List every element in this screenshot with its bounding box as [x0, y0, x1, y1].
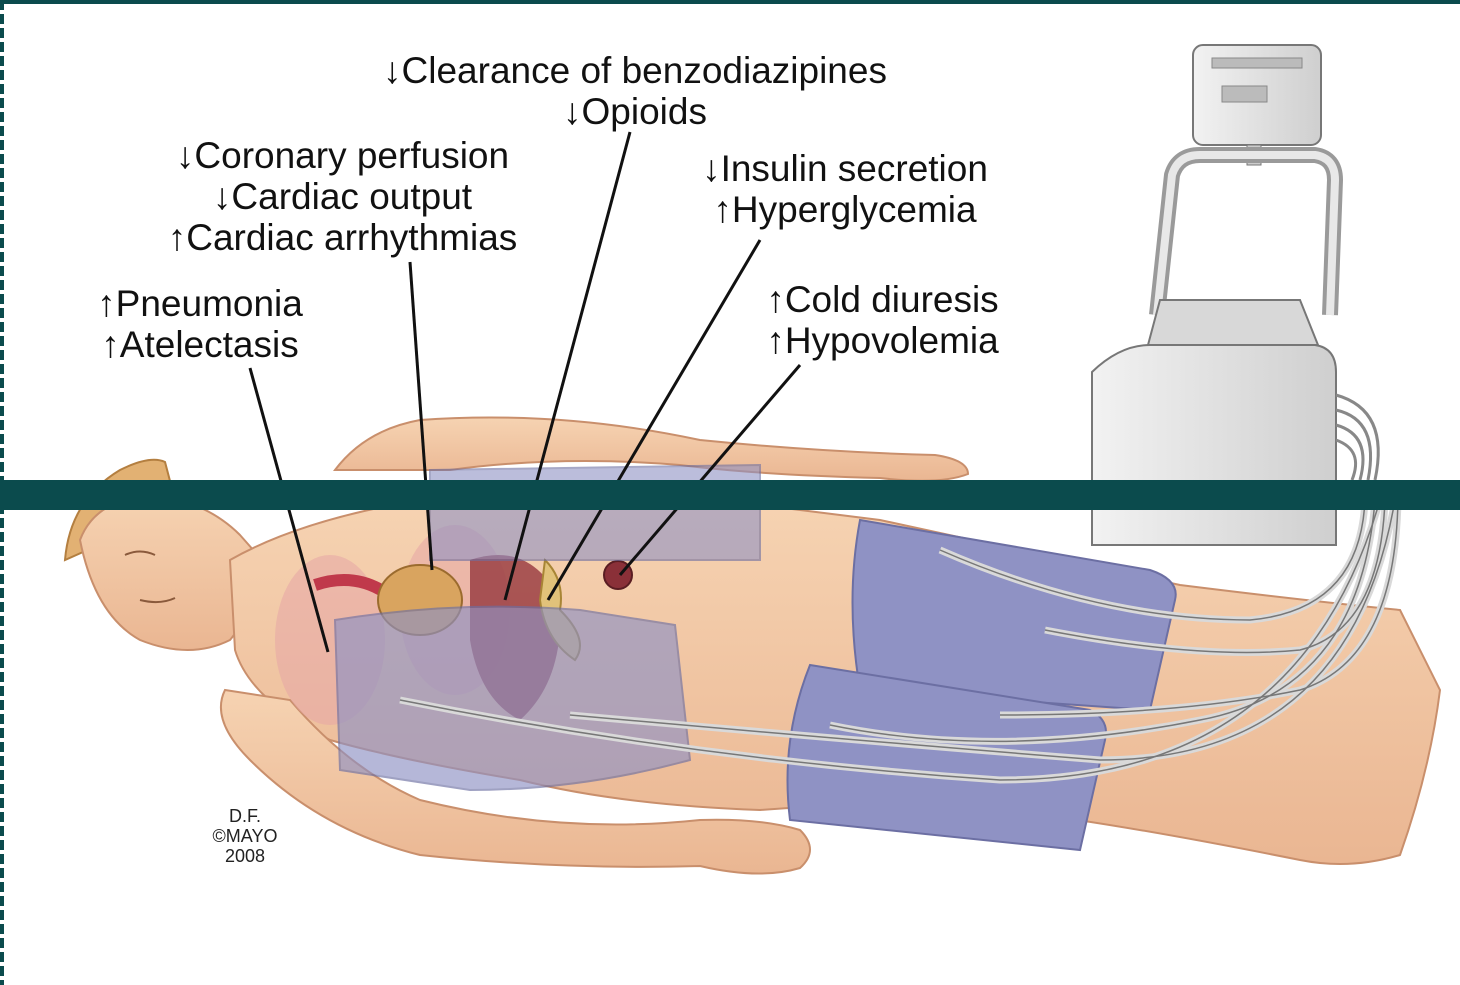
label-lung-effects: ↑Pneumonia ↑Atelectasis — [80, 283, 320, 365]
label-cardiac-effects: ↓Coronary perfusion ↓Cardiac output ↑Car… — [140, 135, 545, 258]
chest-wrap — [335, 607, 690, 790]
frame-divider-bar — [0, 480, 1460, 510]
label-line: ↑Pneumonia — [80, 283, 320, 324]
label-line: ↓Opioids — [350, 91, 920, 132]
label-line: ↓Clearance of benzodiazipines — [350, 50, 920, 91]
label-drug-clearance: ↓Clearance of benzodiazipines ↓Opioids — [350, 50, 920, 132]
label-line: ↑Cardiac arrhythmias — [140, 217, 545, 258]
credit-line: 2008 — [200, 846, 290, 866]
label-line: ↓Coronary perfusion — [140, 135, 545, 176]
device-base — [1092, 345, 1336, 545]
label-renal-effects: ↑Cold diuresis ↑Hypovolemia — [745, 279, 1020, 361]
device-hoses — [1336, 395, 1378, 480]
label-pancreas-effects: ↓Insulin secretion ↑Hyperglycemia — [680, 148, 1010, 230]
credit-line: ©MAYO — [200, 826, 290, 846]
label-line: ↑Hypovolemia — [745, 320, 1020, 361]
label-line: ↑Cold diuresis — [745, 279, 1020, 320]
device-handle — [1157, 155, 1335, 315]
cooling-device — [1092, 45, 1336, 545]
artist-credit: D.F. ©MAYO 2008 — [200, 806, 290, 866]
label-line: ↑Hyperglycemia — [680, 189, 1010, 230]
label-line: ↓Insulin secretion — [680, 148, 1010, 189]
label-line: ↓Cardiac output — [140, 176, 545, 217]
label-line: ↑Atelectasis — [80, 324, 320, 365]
credit-line: D.F. — [200, 806, 290, 826]
